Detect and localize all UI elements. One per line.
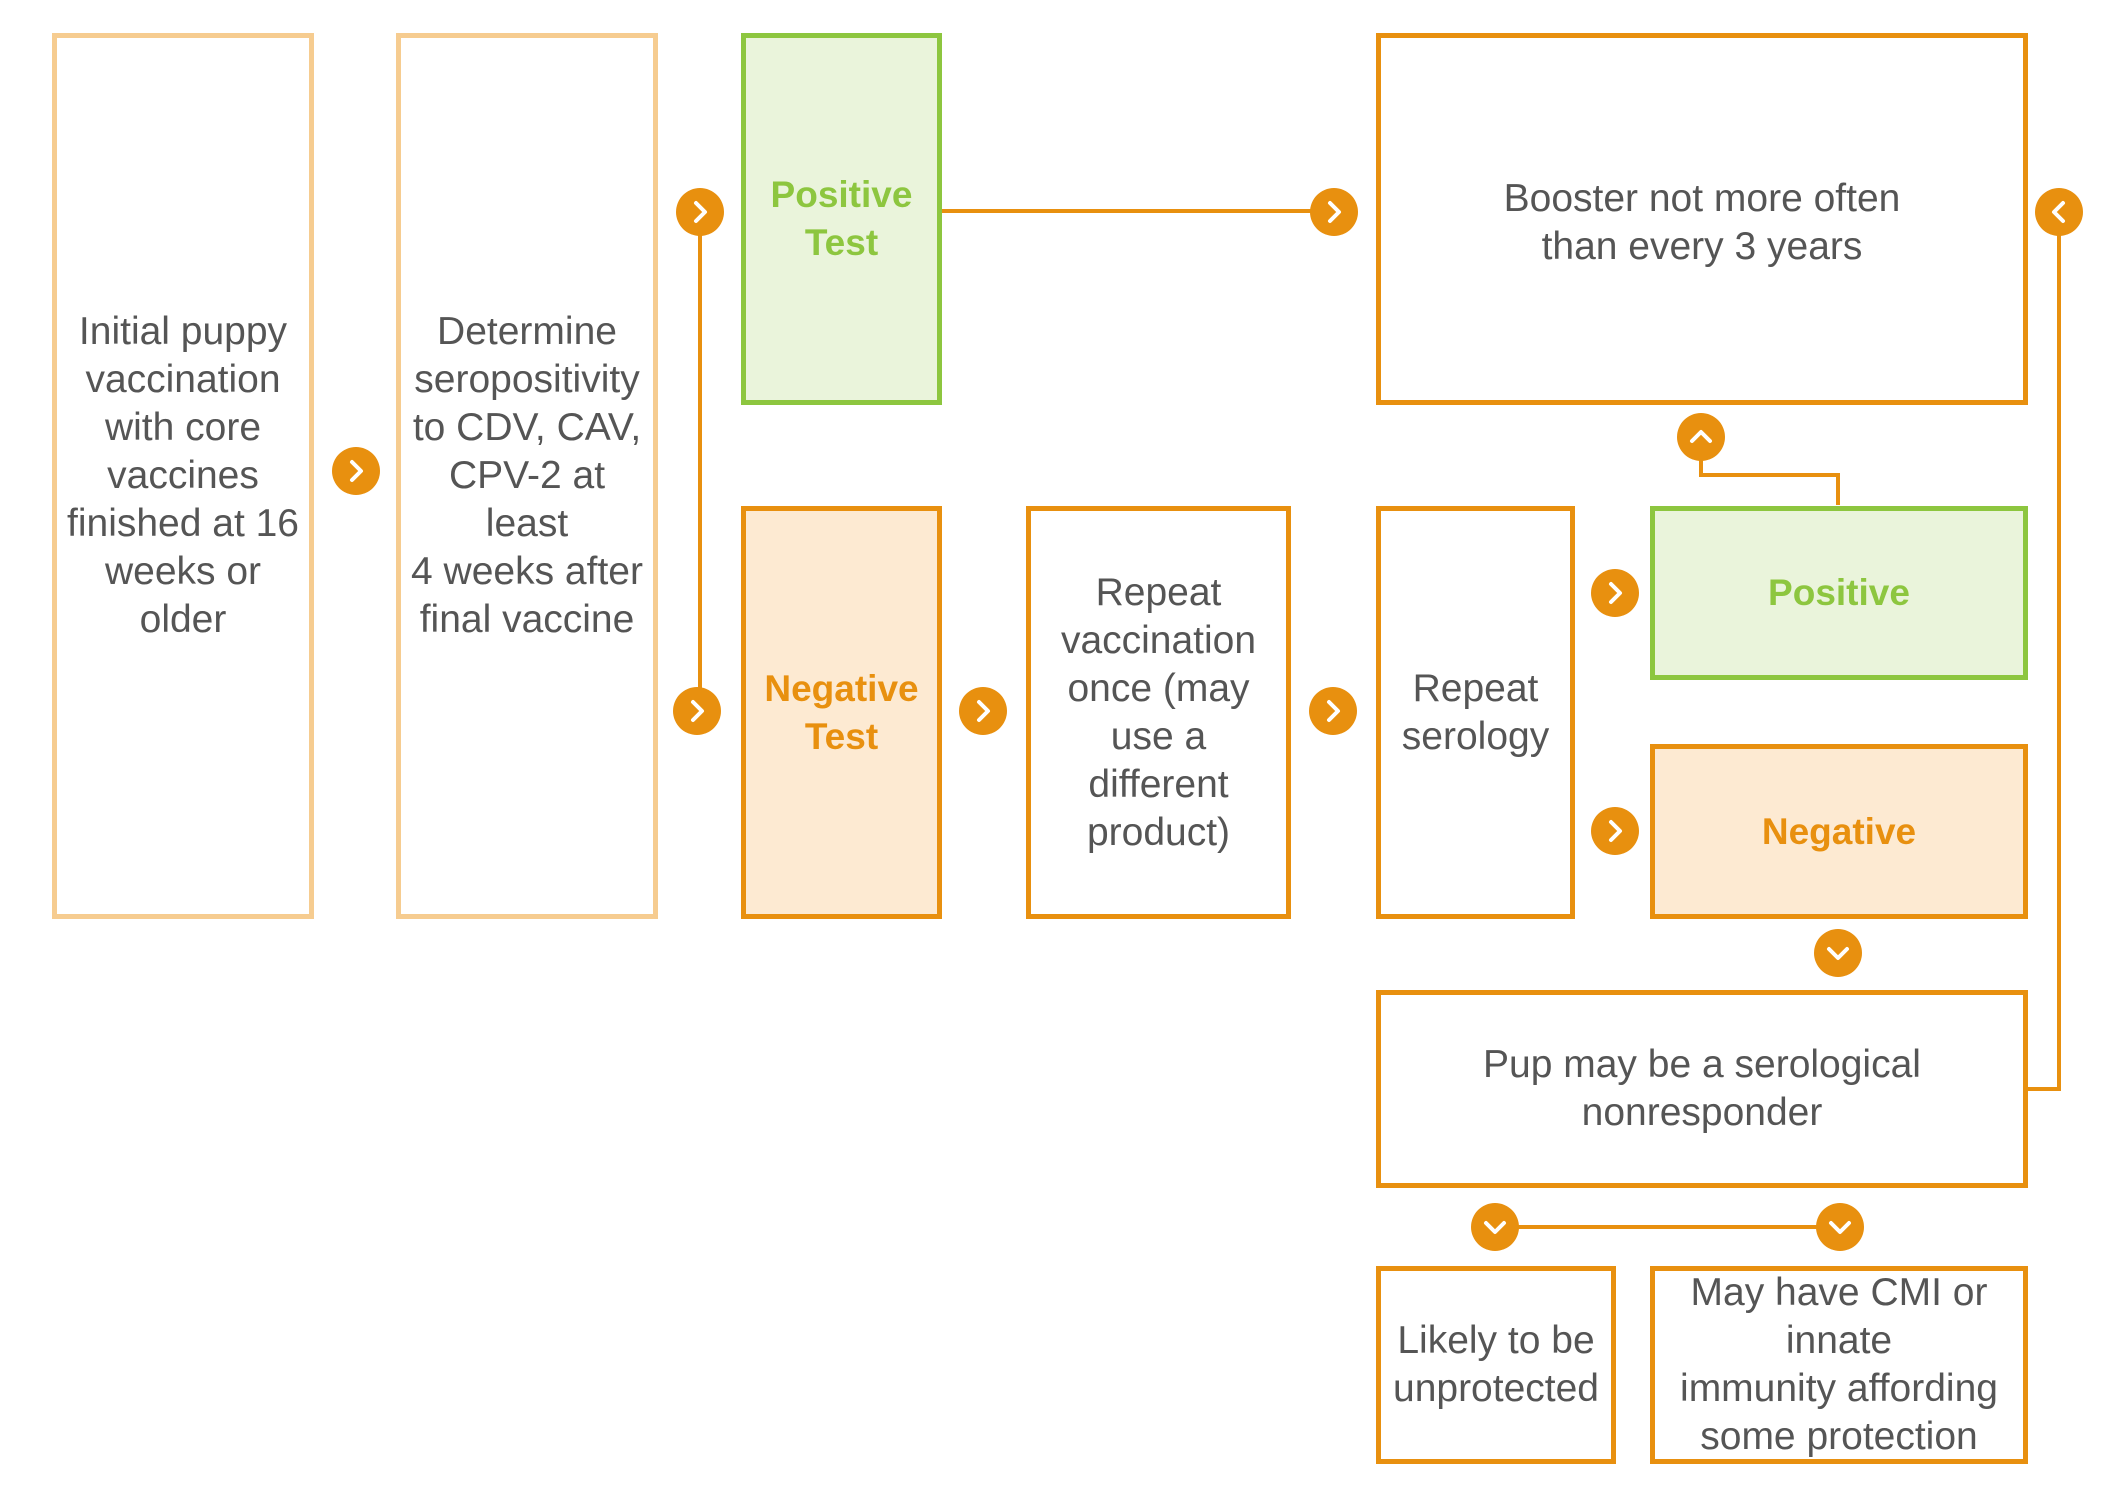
chevron-down-icon (1816, 1203, 1864, 1251)
chevron-right-icon (673, 687, 721, 735)
booster-box: Booster not more often than every 3 year… (1376, 33, 2028, 405)
chevron-down-icon (1814, 929, 1862, 977)
repeat-serology-box: Repeat serology (1376, 506, 1575, 919)
chevron-right-icon (959, 687, 1007, 735)
chevron-right-icon (1309, 687, 1357, 735)
chevron-up-icon (1677, 413, 1725, 461)
chevron-right-icon (332, 447, 380, 495)
repeat-vaccination-box: Repeat vaccination once (may use a diffe… (1026, 506, 1291, 919)
negative-result-box: Negative (1650, 744, 2028, 919)
determine-seropositivity-box: Determine seropositivity to CDV, CAV, CP… (396, 33, 658, 919)
chevron-right-icon (1591, 807, 1639, 855)
chevron-right-icon (1310, 188, 1358, 236)
chevron-right-icon (1591, 569, 1639, 617)
chevron-down-icon (1471, 1203, 1519, 1251)
positive-test-box: Positive Test (741, 33, 942, 405)
negative-test-box: Negative Test (741, 506, 942, 919)
unprotected-box: Likely to be unprotected (1376, 1266, 1616, 1464)
cmi-immunity-box: May have CMI or innate immunity affordin… (1650, 1266, 2028, 1464)
chevron-right-icon (676, 188, 724, 236)
initial-vaccination-box: Initial puppy vaccination with core vacc… (52, 33, 314, 919)
chevron-left-icon (2035, 188, 2083, 236)
nonresponder-box: Pup may be a serological nonresponder (1376, 990, 2028, 1188)
positive-result-box: Positive (1650, 506, 2028, 680)
